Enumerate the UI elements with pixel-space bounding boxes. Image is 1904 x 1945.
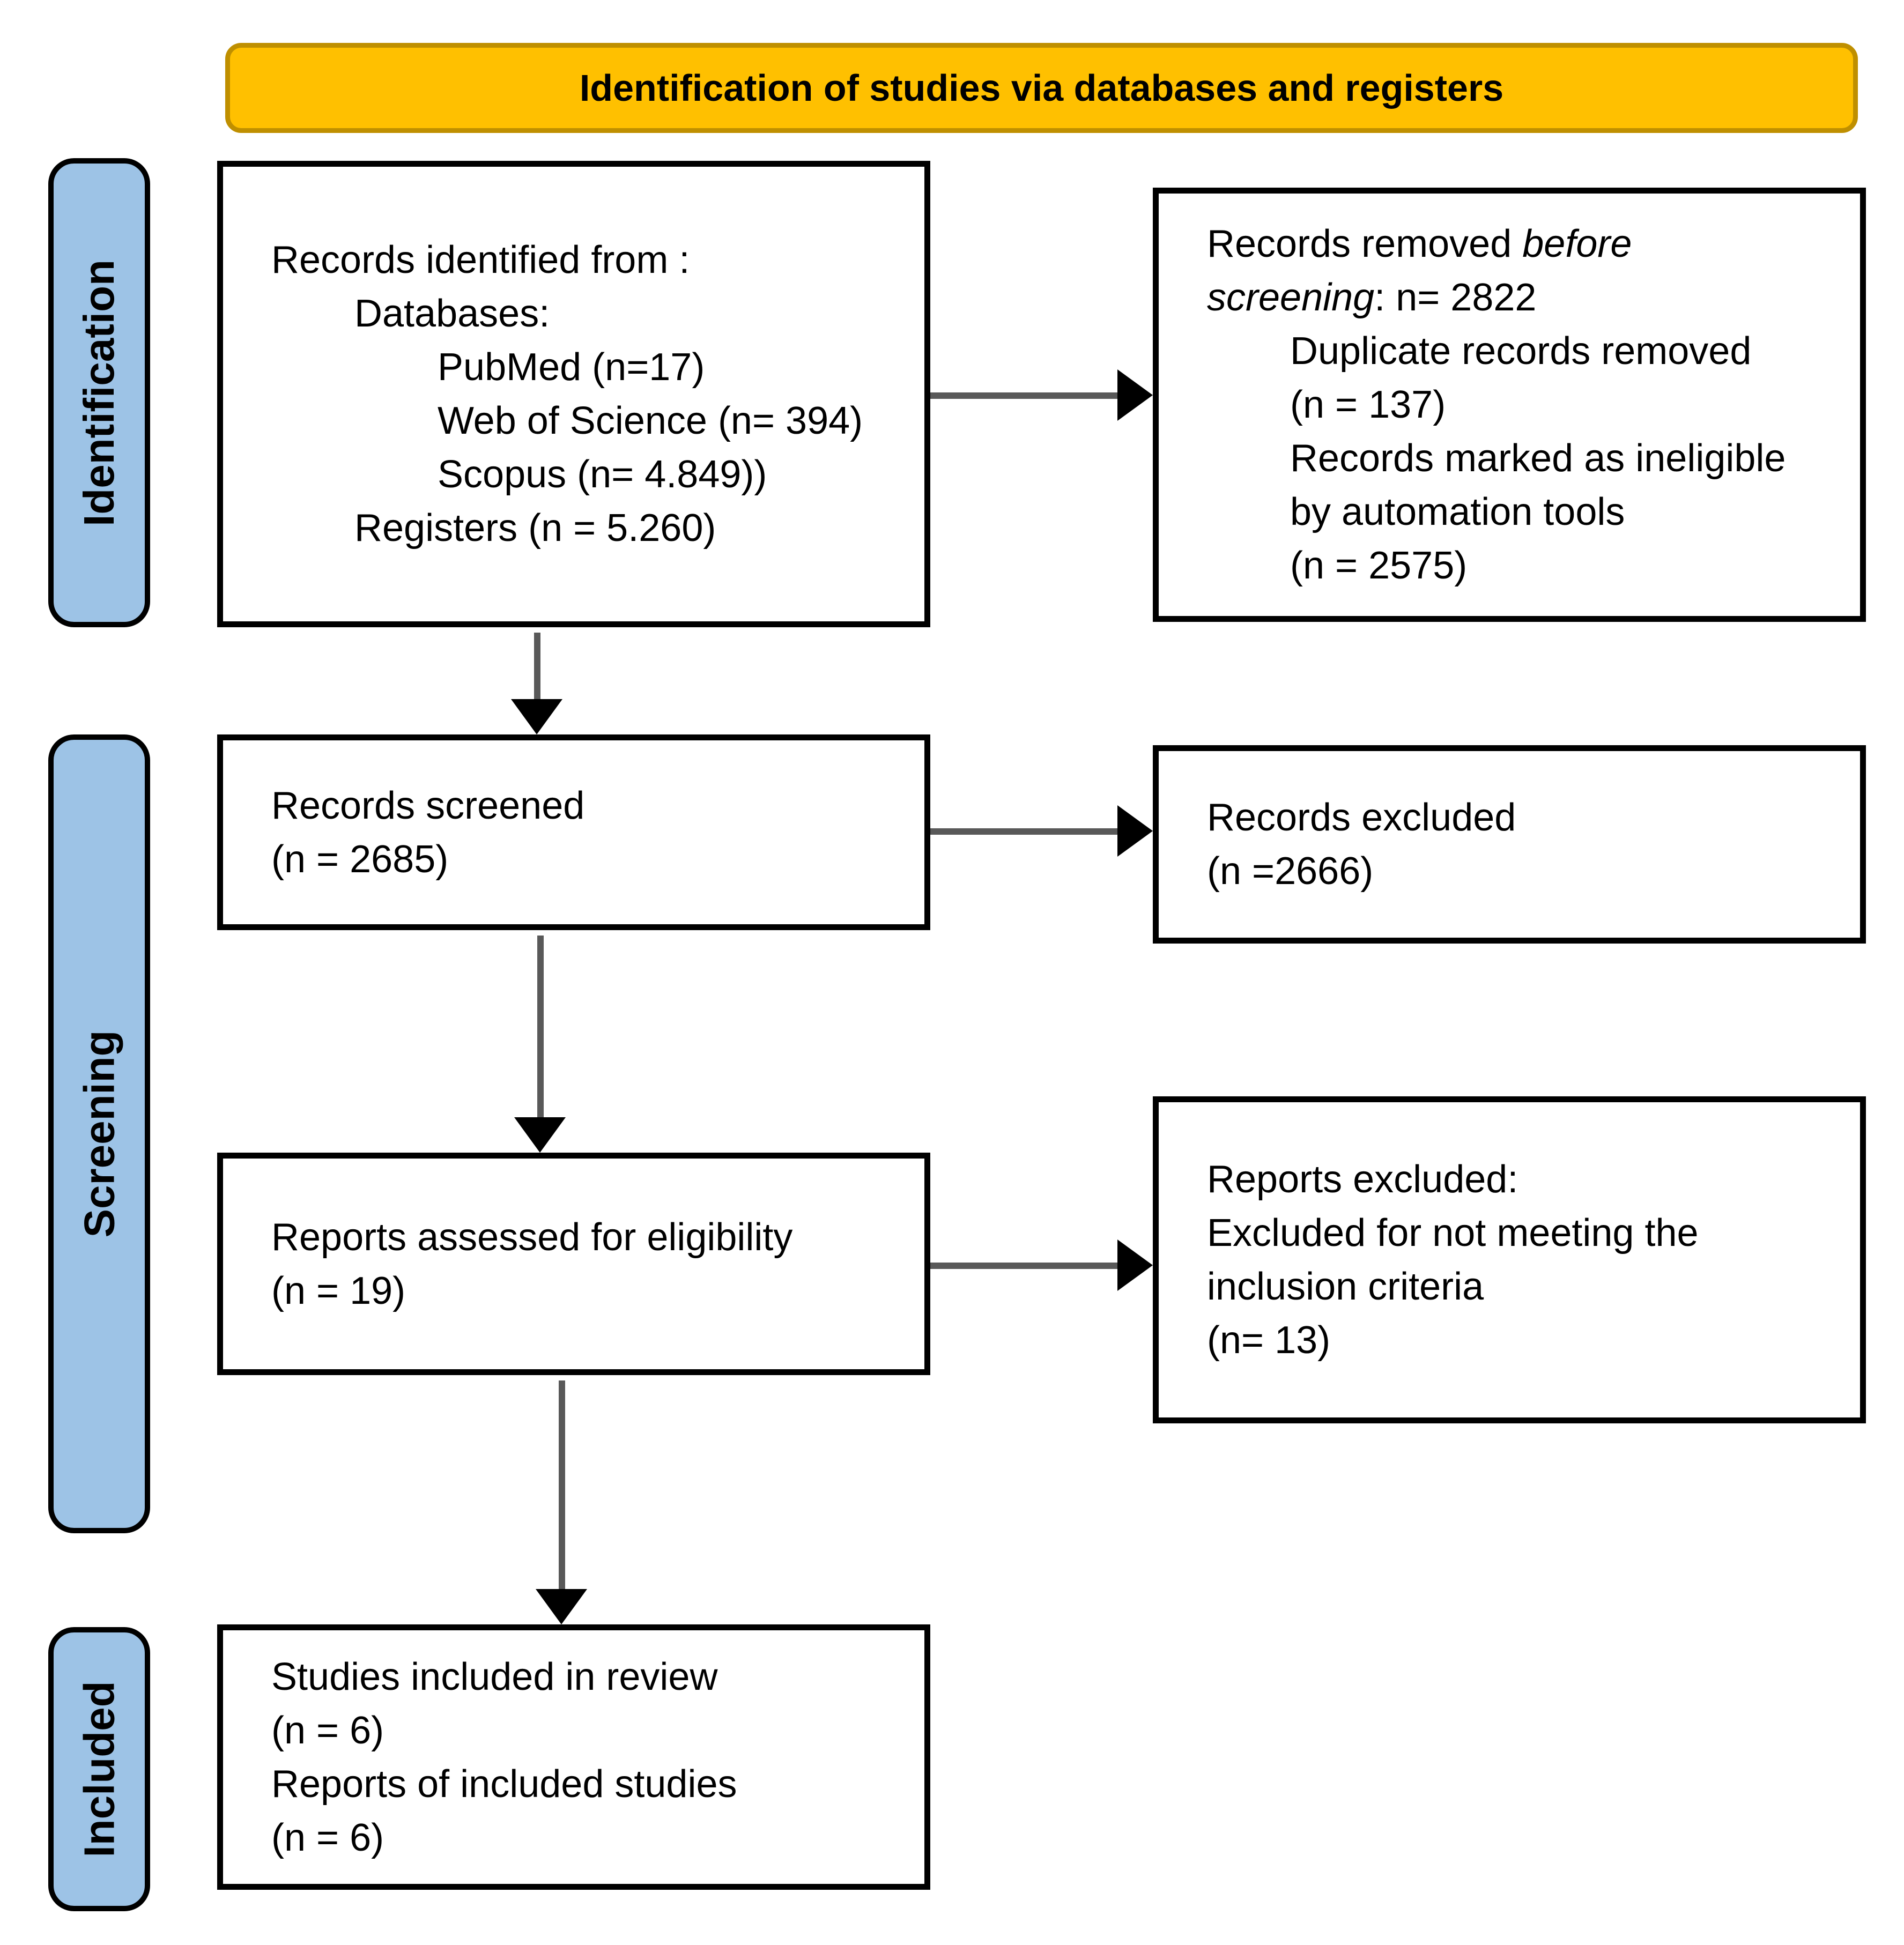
- arrow-assessed-to-included-head-icon: [536, 1589, 587, 1624]
- box-line: Registers (n = 5.260): [271, 501, 908, 555]
- box-line: (n= 13): [1207, 1313, 1844, 1367]
- text-segment: Reports excluded:: [1207, 1158, 1518, 1201]
- box-line: Web of Science (n= 394): [271, 394, 908, 448]
- box-line: Records removed before: [1207, 217, 1844, 271]
- box-line: (n =2666): [1207, 844, 1844, 898]
- arrow-screened-to-assessed-head-icon: [514, 1117, 566, 1153]
- box-line: Records identified from :: [271, 233, 908, 287]
- text-segment: Reports of included studies: [271, 1762, 737, 1806]
- box-line: Excluded for not meeting the: [1207, 1206, 1844, 1260]
- text-segment: Records identified from :: [271, 239, 690, 281]
- stage-label-screening: Screening: [48, 734, 150, 1533]
- arrow-assessed-to-included-line: [559, 1380, 565, 1589]
- box-line: PubMed (n=17): [271, 340, 908, 394]
- box-line: (n = 137): [1207, 378, 1844, 432]
- text-segment: Web of Science (n= 394): [438, 399, 863, 442]
- box-line: Records screened: [271, 779, 908, 833]
- text-segment: screening: [1207, 276, 1375, 319]
- box-line: screening: n= 2822: [1207, 271, 1844, 324]
- box-reports-assessed-for-eligibility: Reports assessed for eligibility (n = 19): [217, 1153, 930, 1375]
- box-line: Databases:: [271, 287, 908, 340]
- text-segment: (n = 6): [271, 1709, 384, 1752]
- box-line: Records marked as ineligible: [1207, 432, 1844, 485]
- box-line: by automation tools: [1207, 485, 1844, 539]
- box-studies-included-in-review: Studies included in review (n = 6) Reports…: [217, 1624, 930, 1890]
- arrow-identified-to-removed-line: [930, 392, 1117, 399]
- text-segment: (n = 2575): [1290, 544, 1468, 587]
- arrow-identified-to-removed-head-icon: [1117, 369, 1153, 421]
- box-line: (n = 6): [271, 1704, 908, 1757]
- box-line: (n = 19): [271, 1264, 908, 1318]
- stage-label-identification: Identification: [48, 158, 150, 627]
- title-banner: Identification of studies via databases …: [225, 43, 1858, 133]
- page-title: Identification of studies via databases …: [579, 67, 1504, 109]
- box-records-excluded: Records excluded (n =2666): [1153, 745, 1866, 944]
- stage-label-identification-text: Identification: [75, 259, 123, 526]
- text-segment: before: [1522, 222, 1632, 265]
- text-segment: (n = 137): [1290, 383, 1446, 426]
- box-line: Scopus (n= 4.849)): [271, 448, 908, 501]
- box-line: Duplicate records removed: [1207, 324, 1844, 378]
- text-segment: Reports assessed for eligibility: [271, 1215, 793, 1259]
- box-line: Reports assessed for eligibility: [271, 1211, 908, 1264]
- arrow-screened-to-excluded-line: [930, 828, 1117, 835]
- arrow-screened-to-assessed-line: [537, 936, 544, 1117]
- text-segment: (n = 19): [271, 1269, 406, 1312]
- arrow-identified-to-screened-line: [534, 633, 540, 699]
- box-line: (n = 6): [271, 1811, 908, 1865]
- text-segment: : n= 2822: [1374, 276, 1537, 319]
- box-line: Records excluded: [1207, 791, 1844, 844]
- arrow-assessed-to-reports-excluded-line: [930, 1263, 1117, 1269]
- text-segment: (n= 13): [1207, 1319, 1331, 1362]
- text-segment: Excluded for not meeting the: [1207, 1212, 1699, 1254]
- box-line: Studies included in review: [271, 1650, 908, 1704]
- text-segment: Records marked as ineligible: [1290, 437, 1786, 480]
- text-segment: (n =2666): [1207, 850, 1374, 893]
- text-segment: Studies included in review: [271, 1655, 718, 1698]
- text-segment: inclusion criteria: [1207, 1265, 1484, 1308]
- text-segment: (n = 6): [271, 1816, 384, 1859]
- box-reports-excluded: Reports excluded: Excluded for not meetin…: [1153, 1096, 1866, 1423]
- box-line: Reports of included studies: [271, 1757, 908, 1811]
- text-segment: Records excluded: [1207, 796, 1516, 839]
- box-line: (n = 2575): [1207, 539, 1844, 592]
- arrow-screened-to-excluded-head-icon: [1117, 805, 1153, 857]
- text-segment: Records removed: [1207, 222, 1523, 265]
- arrow-assessed-to-reports-excluded-head-icon: [1117, 1239, 1153, 1291]
- text-segment: Records screened: [271, 784, 585, 827]
- text-segment: PubMed (n=17): [438, 346, 705, 389]
- stage-label-included-text: Included: [75, 1681, 123, 1858]
- text-segment: Scopus (n= 4.849)): [438, 453, 767, 496]
- box-line: Reports excluded:: [1207, 1153, 1844, 1206]
- box-line: (n = 2685): [271, 833, 908, 886]
- box-records-screened: Records screened (n = 2685): [217, 734, 930, 930]
- arrow-identified-to-screened-head-icon: [511, 699, 562, 734]
- text-segment: (n = 2685): [271, 837, 449, 881]
- text-segment: Registers (n = 5.260): [354, 507, 716, 550]
- box-line: inclusion criteria: [1207, 1260, 1844, 1313]
- box-records-identified: Records identified from : Databases: PubMe…: [217, 161, 930, 627]
- text-segment: by automation tools: [1290, 491, 1625, 533]
- stage-label-screening-text: Screening: [75, 1030, 123, 1238]
- text-segment: Databases:: [354, 292, 550, 335]
- text-segment: Duplicate records removed: [1290, 330, 1752, 373]
- stage-label-included: Included: [48, 1627, 150, 1911]
